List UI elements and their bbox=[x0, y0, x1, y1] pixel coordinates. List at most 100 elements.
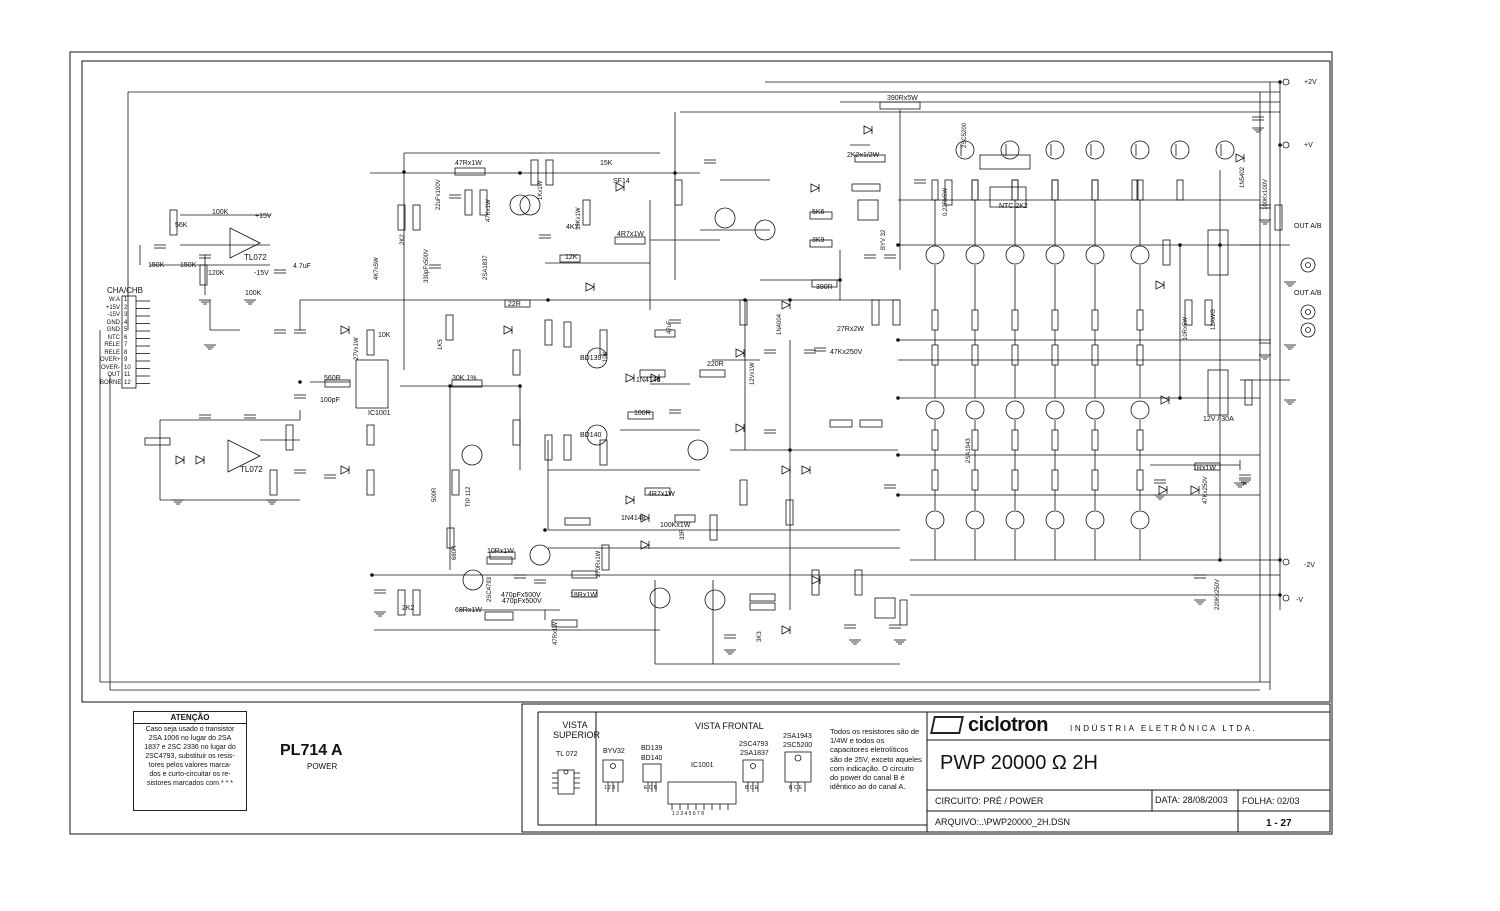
transistor-symbol bbox=[714, 207, 736, 229]
transistor-symbol bbox=[461, 444, 483, 466]
resistor bbox=[931, 344, 939, 366]
resistor bbox=[545, 159, 554, 186]
resistor bbox=[397, 204, 406, 231]
legend-to3p-package bbox=[784, 751, 812, 783]
resistor bbox=[1051, 469, 1059, 491]
resistor bbox=[785, 499, 794, 526]
component-label: 12K bbox=[565, 254, 578, 261]
legend-part-byv32: BYV32 bbox=[603, 748, 625, 755]
output-jack bbox=[1300, 257, 1316, 273]
component-label: 3K9 bbox=[812, 237, 825, 244]
resistor bbox=[674, 514, 696, 523]
connector-pin-number: 6 bbox=[124, 334, 128, 341]
diode bbox=[1235, 153, 1245, 163]
resistor bbox=[1162, 239, 1171, 266]
output-label-2: OUT A/B bbox=[1294, 290, 1322, 297]
diode bbox=[615, 182, 625, 192]
resistor bbox=[1136, 469, 1144, 491]
resistor bbox=[445, 314, 454, 341]
resistor bbox=[1136, 179, 1144, 201]
transistor-symbol bbox=[1085, 510, 1105, 530]
component-label: 30K 1% bbox=[452, 375, 477, 382]
sheet-field: FOLHA: 02/03 bbox=[1242, 796, 1300, 806]
component-label: 500R bbox=[432, 487, 438, 502]
legend-top-view: VISTA SUPERIOR bbox=[553, 720, 601, 740]
component-label: 680R bbox=[452, 545, 458, 560]
transistor-symbol bbox=[965, 510, 985, 530]
transistor-symbol bbox=[1045, 245, 1065, 265]
resistor bbox=[1204, 299, 1213, 326]
resistor bbox=[1051, 179, 1059, 201]
resistor bbox=[1136, 309, 1144, 331]
inner-frame bbox=[81, 60, 1331, 703]
resistor bbox=[749, 593, 776, 602]
connector-pin-number: 11 bbox=[124, 372, 131, 378]
junction-dot bbox=[1178, 243, 1182, 247]
resistor bbox=[1184, 299, 1193, 326]
resistor bbox=[571, 570, 598, 579]
component-label: 2SC5200 bbox=[962, 122, 968, 148]
model-title: PWP 20000 Ω 2H bbox=[940, 752, 1098, 774]
resistor bbox=[854, 569, 863, 596]
component-label: 4.7uF bbox=[293, 263, 311, 270]
resistor bbox=[559, 254, 581, 263]
junction-dot bbox=[896, 338, 900, 342]
junction-dot bbox=[402, 170, 406, 174]
component-label: 100pF bbox=[320, 397, 340, 404]
legend-ic1001-package bbox=[667, 781, 737, 805]
resistor bbox=[971, 309, 979, 331]
resistor bbox=[1091, 309, 1099, 331]
junction-dot bbox=[518, 171, 522, 175]
connector-pin-number: 5 bbox=[124, 327, 128, 333]
transistor-symbol bbox=[1130, 245, 1150, 265]
resistor bbox=[479, 189, 488, 216]
connector-pin-number: 3 bbox=[124, 312, 128, 318]
transistor-symbol bbox=[925, 245, 945, 265]
resistor bbox=[397, 589, 406, 616]
connector-pin-label: +15V bbox=[105, 304, 120, 311]
resistor bbox=[1051, 429, 1059, 451]
connector-pin-label: OUT bbox=[107, 372, 120, 378]
diode bbox=[810, 183, 820, 193]
junction-dot bbox=[788, 298, 792, 302]
diode bbox=[650, 373, 660, 383]
bridge-rectifier bbox=[874, 597, 896, 619]
diode bbox=[801, 465, 811, 475]
resistor bbox=[1091, 344, 1099, 366]
relay bbox=[1207, 229, 1229, 276]
resistor bbox=[829, 419, 853, 428]
output-jack-center bbox=[1305, 327, 1311, 333]
resistor bbox=[144, 437, 171, 446]
transistor-symbol bbox=[925, 510, 945, 530]
component-label: 1Rx1W bbox=[1193, 465, 1216, 472]
component-label: 1K5 bbox=[438, 339, 444, 350]
component-label: IC1001 bbox=[368, 410, 391, 417]
junction-dot bbox=[546, 298, 550, 302]
component-label: 390Rx5W bbox=[887, 95, 918, 102]
resistor bbox=[899, 599, 908, 626]
transistor-symbol bbox=[1215, 140, 1235, 160]
component-label: 390R bbox=[816, 284, 833, 291]
transistor-symbol bbox=[704, 589, 726, 611]
outer-frame bbox=[69, 51, 1333, 835]
output-jack-center bbox=[1305, 262, 1311, 268]
transistor-symbol bbox=[1085, 400, 1105, 420]
resistor bbox=[931, 309, 939, 331]
legend-part-2sc4793: 2SC4793 bbox=[739, 741, 769, 748]
transistor-symbol bbox=[965, 400, 985, 420]
resistor bbox=[1011, 309, 1019, 331]
component-label: 22R bbox=[508, 301, 521, 308]
junction-dot bbox=[673, 171, 677, 175]
component-label: 56K bbox=[175, 222, 188, 229]
transistor-symbol bbox=[1045, 400, 1065, 420]
resistor bbox=[739, 479, 748, 506]
transistor-symbol bbox=[649, 587, 671, 609]
opamp-label-1: TL072 bbox=[244, 253, 267, 262]
resistor bbox=[199, 264, 208, 286]
junction-dot bbox=[1278, 558, 1282, 562]
opamp-triangle bbox=[229, 227, 261, 259]
resistor bbox=[324, 379, 351, 388]
component-label: +15V bbox=[255, 213, 272, 220]
company-logo-text: ciclotron bbox=[968, 714, 1048, 736]
output-label-1: OUT A/B bbox=[1294, 223, 1322, 230]
